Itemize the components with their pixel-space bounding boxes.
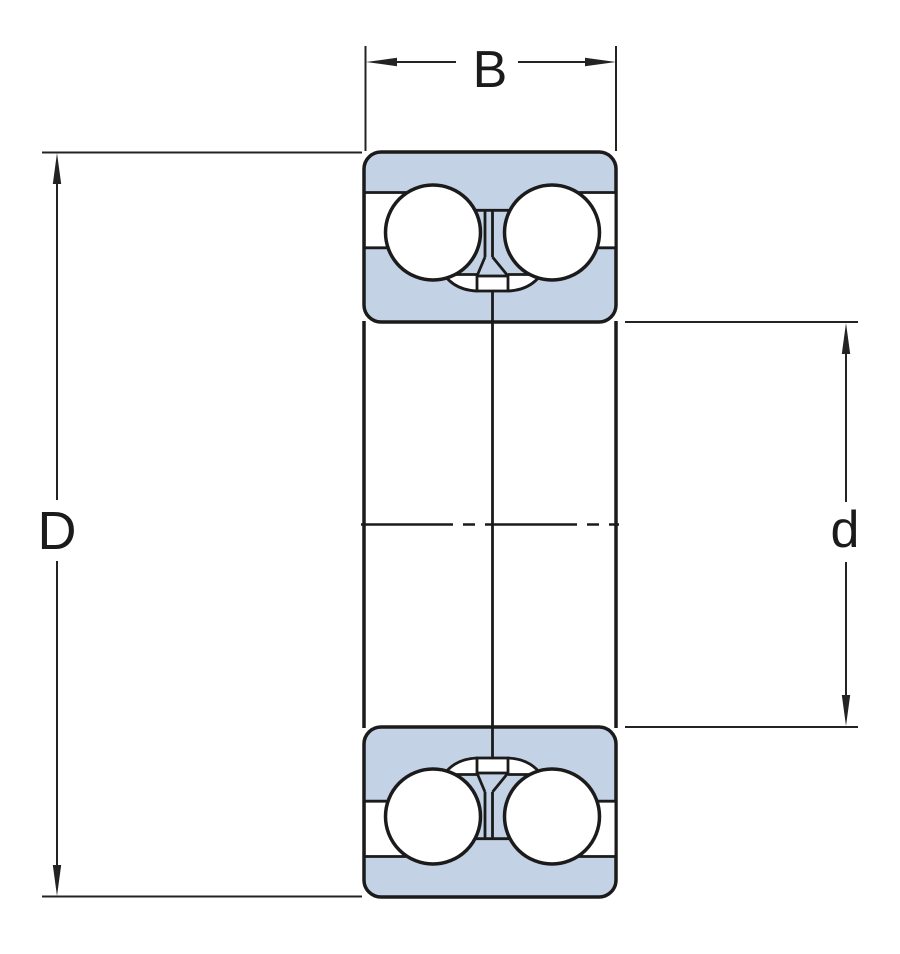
dim-b-extension-lines xyxy=(364,46,617,151)
dim-D-arrow-up-icon xyxy=(52,153,62,184)
dim-d-arrow-down-icon xyxy=(841,695,851,726)
bearing-top-section xyxy=(362,150,618,324)
dimension-B: B xyxy=(364,41,617,151)
dim-D-arrow-down-icon xyxy=(52,865,62,896)
bearing-bottom-section xyxy=(362,725,618,899)
dim-D-extension-lines xyxy=(42,151,362,898)
dim-b-arrow-right-icon xyxy=(585,57,616,67)
dim-b-arrow-left-icon xyxy=(366,57,397,67)
dim-d-arrow-up-icon xyxy=(841,323,851,354)
dim-d-label: d xyxy=(831,501,860,559)
dimension-d: d xyxy=(625,321,860,728)
dim-b-label: B xyxy=(473,41,508,99)
dimension-D: D xyxy=(38,151,362,898)
bearing-body xyxy=(361,150,619,899)
dim-d-extension-lines xyxy=(625,321,858,728)
dim-D-label: D xyxy=(38,501,77,561)
